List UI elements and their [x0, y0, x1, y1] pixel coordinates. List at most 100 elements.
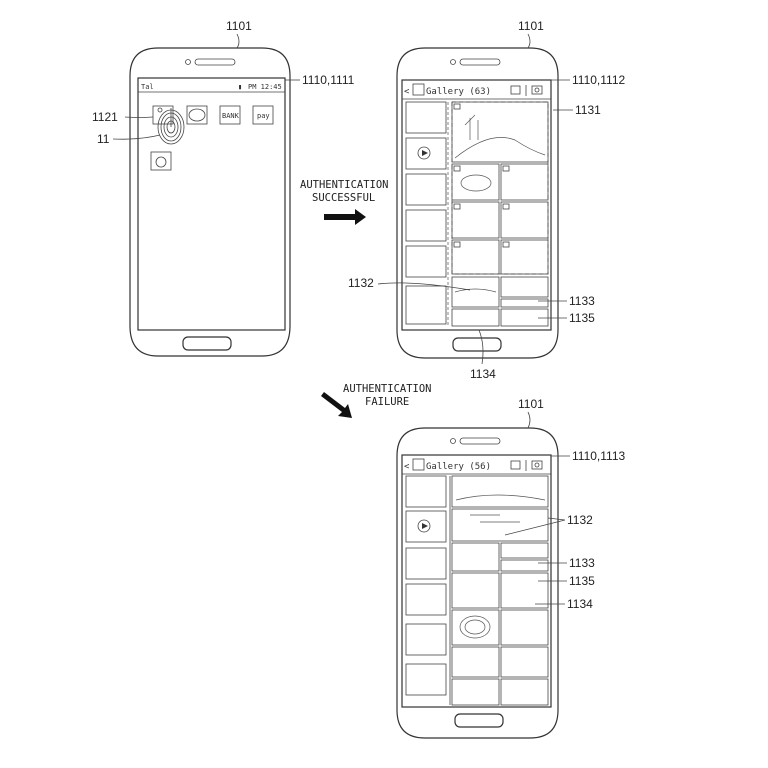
back-chevron-icon[interactable]: < [404, 462, 410, 472]
pay-app-icon[interactable] [252, 105, 274, 125]
album-thumb[interactable] [405, 663, 447, 696]
leader-11 [112, 134, 161, 140]
album-thumb[interactable] [405, 547, 447, 580]
label-1132: 1132 [348, 276, 374, 290]
bank-app-icon[interactable] [219, 105, 241, 125]
label-1101: 1101 [226, 19, 252, 33]
speaker-grille [194, 58, 236, 66]
photo-tile-1132[interactable] [451, 508, 549, 542]
label-1135: 1135 [569, 574, 595, 588]
fingerprint-icon [157, 108, 185, 145]
back-chevron-icon[interactable]: < [404, 87, 410, 97]
home-button[interactable] [452, 337, 502, 352]
photo-tile-1132[interactable] [451, 276, 500, 308]
caption-failure-line2: FAILURE [365, 396, 409, 408]
camera-icon[interactable] [531, 85, 543, 95]
bank-app-label: BANK [222, 112, 240, 120]
water-sketch [454, 288, 497, 293]
label-1131: 1131 [575, 103, 601, 117]
album-thumb[interactable] [405, 583, 447, 616]
water-sketch [455, 494, 546, 501]
album-thumb[interactable] [405, 245, 447, 278]
photo-tile[interactable] [500, 239, 549, 275]
camera-icon[interactable] [531, 460, 543, 470]
photo-tile-1134[interactable] [451, 308, 500, 327]
folder-icon[interactable] [510, 85, 521, 95]
right-arrow-icon [324, 209, 366, 225]
speaker-grille [459, 58, 501, 66]
photo-grid [451, 101, 549, 327]
camera-app-icon[interactable] [150, 151, 172, 171]
photo-tile[interactable] [500, 308, 549, 327]
play-triangle [422, 150, 428, 156]
photo-tile[interactable] [500, 646, 549, 678]
label-1110-1113: 1110,1113 [572, 449, 625, 463]
photo-tile[interactable] [451, 239, 500, 275]
phone-lock-screen: Tal ▮ PM 12:45 BANK pay 1101 1110,1111 1… [92, 19, 355, 357]
diagonal-arrow-icon [321, 392, 352, 418]
caption-success-line1: AUTHENTICATION [300, 179, 389, 191]
photo-tile-1133[interactable] [500, 542, 549, 559]
photo-tile[interactable] [451, 201, 500, 239]
photo-tile[interactable] [451, 678, 500, 706]
front-camera [450, 59, 456, 65]
home-button[interactable] [182, 336, 232, 351]
album-thumb[interactable] [405, 623, 447, 656]
photo-tile-1134[interactable] [500, 572, 549, 609]
message-app-icon[interactable] [186, 105, 208, 125]
photo-tile[interactable] [500, 201, 549, 239]
status-time: PM 12:45 [248, 83, 282, 91]
camera-lens [534, 462, 540, 468]
photo-tile[interactable] [451, 542, 500, 572]
photo-tile[interactable] [451, 163, 500, 201]
home-button[interactable] [454, 713, 504, 728]
album-thumb[interactable] [405, 101, 447, 134]
food-sketch [464, 619, 486, 635]
screen [401, 454, 552, 708]
speech-bubble-glyph [188, 108, 206, 122]
photo-tile-1132[interactable] [451, 475, 549, 508]
photo-tile-1133[interactable] [500, 276, 549, 298]
speaker-grille [459, 437, 501, 445]
photo-tile[interactable] [451, 646, 500, 678]
camera-lens [534, 87, 540, 93]
folder-icon[interactable] [510, 460, 521, 470]
photo-tile[interactable] [500, 609, 549, 646]
photo-grid [451, 475, 549, 706]
photo-tile-waterfall[interactable] [451, 572, 500, 609]
photo-tile-1135[interactable] [500, 559, 549, 572]
leader-1101 [236, 33, 240, 49]
album-thumb[interactable] [405, 137, 447, 170]
album-thumb[interactable] [405, 173, 447, 206]
photo-tile-food[interactable] [451, 609, 500, 646]
battery-icon: ▮ [238, 83, 242, 91]
tree-sketch [464, 114, 479, 140]
play-icon [417, 519, 431, 533]
photo-tile-landscape[interactable] [451, 101, 549, 163]
arrow-authentication-failure: AUTHENTICATION FAILURE [321, 383, 432, 418]
gallery-title: Gallery (56) [426, 462, 491, 472]
album-thumb[interactable] [405, 510, 447, 543]
label-1101: 1101 [518, 397, 544, 411]
phone-body [396, 47, 559, 359]
gallery-app-icon[interactable] [152, 105, 174, 125]
hill-sketch [454, 137, 546, 159]
caption-success-line2: SUCCESSFUL [312, 192, 375, 204]
play-triangle [422, 523, 428, 529]
photo-tile-1135[interactable] [500, 298, 549, 308]
plate-sketch [459, 615, 491, 639]
album-thumb[interactable] [405, 285, 447, 325]
album-thumb[interactable] [405, 209, 447, 242]
phone-authenticated-gallery: < Gallery (63) [348, 19, 625, 381]
screen [137, 77, 286, 331]
locked-image-region [451, 101, 549, 275]
leader-1101 [527, 33, 531, 49]
label-1133: 1133 [569, 294, 595, 308]
label-1132: 1132 [567, 513, 593, 527]
photo-tile[interactable] [500, 163, 549, 201]
water-sketch [470, 514, 520, 523]
photo-tile[interactable] [500, 678, 549, 706]
album-thumb[interactable] [405, 475, 447, 508]
leader-1121 [124, 116, 154, 118]
